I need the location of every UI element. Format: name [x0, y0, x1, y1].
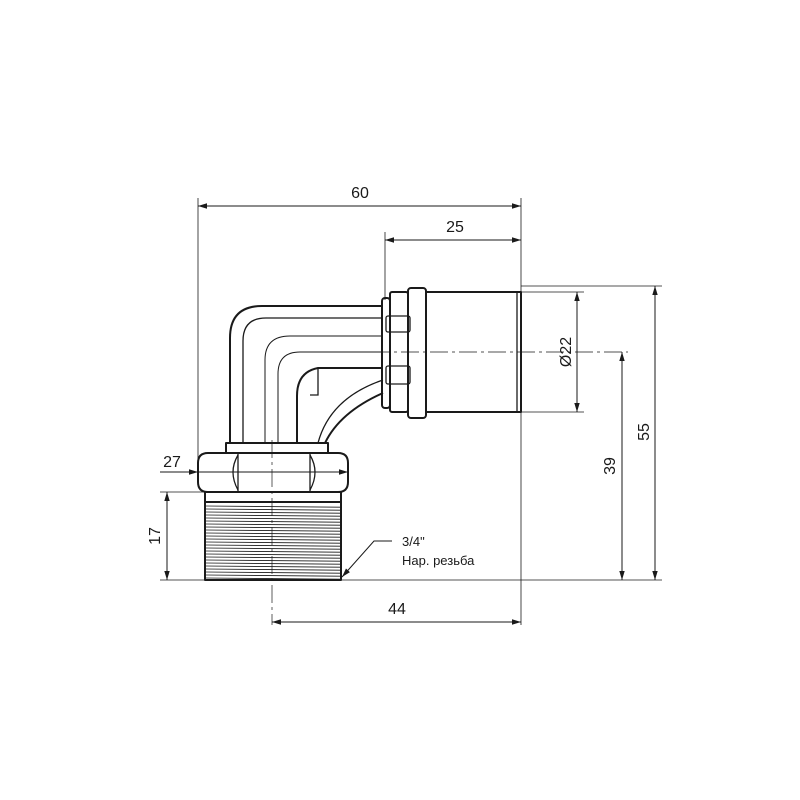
dim-diameter-label: Ø22 [558, 337, 575, 367]
press-ring [407, 287, 427, 419]
thread-line [205, 577, 341, 580]
thread-line [205, 556, 341, 559]
elbow-inner-chamfer [310, 368, 319, 396]
elbow-bore-line-1 [264, 335, 383, 443]
ring-flange [381, 297, 391, 409]
dim-thread-length: 17 [147, 492, 170, 580]
thread-line [205, 529, 341, 532]
elbow-outer-inner-line [242, 317, 383, 443]
dim-axis-height-label: 39 [602, 457, 619, 475]
thread-callout: 3/4" Нар. резьба [341, 534, 475, 578]
thread-line [205, 514, 341, 517]
thread-line [205, 505, 341, 508]
thread-line [205, 520, 341, 523]
dim-axis-offset-label: 44 [388, 601, 406, 618]
thread-line [205, 541, 341, 544]
thread-lines [205, 505, 341, 580]
thread-line [205, 517, 341, 520]
thread-size-label: 3/4" [402, 534, 425, 549]
ring-slot-top [385, 315, 411, 333]
thread-line [205, 550, 341, 553]
elbow-outer-contour [229, 305, 383, 443]
dim-overall-width-label: 60 [351, 185, 369, 202]
ring-slot-bottom [385, 365, 411, 385]
hex-collar [225, 442, 329, 454]
thread-neck [204, 491, 342, 503]
elbow-outer-sweep [324, 392, 384, 444]
elbow-bore-line-2 [277, 351, 383, 443]
dim-overall-height: 55 [636, 286, 658, 580]
thread-line [205, 559, 341, 562]
fitting-body [197, 287, 522, 581]
thread-line [205, 571, 341, 574]
dim-overall-height-label: 55 [636, 423, 653, 441]
thread-body [204, 501, 342, 581]
dim-axis-offset: 44 [272, 601, 521, 625]
dim-sleeve-length-label: 25 [446, 219, 464, 236]
dim-overall-width: 60 [198, 185, 521, 209]
thread-line [205, 568, 341, 571]
thread-line [205, 508, 341, 511]
thread-line [205, 538, 341, 541]
thread-line [205, 565, 341, 568]
thread-line [205, 544, 341, 547]
thread-line [205, 511, 341, 514]
thread-line [205, 535, 341, 538]
thread-line [205, 532, 341, 535]
dim-thread-length-label: 17 [147, 527, 164, 545]
thread-line [205, 574, 341, 577]
thread-line [205, 526, 341, 529]
thread-type-label: Нар. резьба [402, 553, 475, 568]
thread-line [205, 553, 341, 556]
dim-diameter: Ø22 [558, 292, 580, 412]
dim-hex-size-label: 27 [163, 454, 181, 471]
thread-line [205, 523, 341, 526]
elbow-sweep-line [317, 379, 384, 444]
thread-line [205, 562, 341, 565]
dim-sleeve-length: 25 [385, 219, 521, 243]
dim-hex-size: 27 [160, 454, 348, 475]
dim-axis-height: 39 [602, 352, 625, 580]
thread-line [205, 547, 341, 550]
